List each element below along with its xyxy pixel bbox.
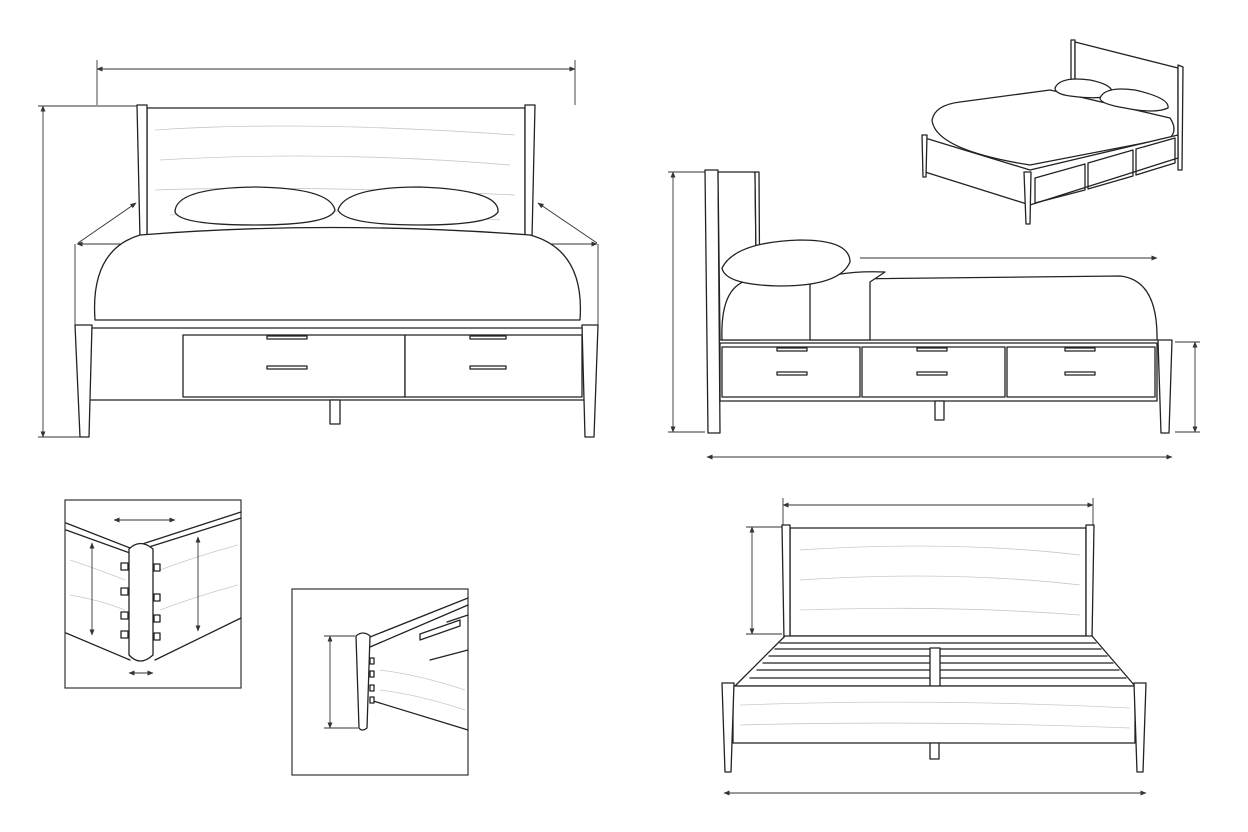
front-elevation-view: [38, 60, 599, 438]
drawer-handle: [469, 365, 507, 370]
tapered-leg: [355, 632, 371, 731]
side-pillow: [721, 239, 851, 287]
corner-joint-detail: [64, 499, 242, 689]
isometric-view: [921, 39, 1184, 225]
frame-leg-right: [1133, 682, 1147, 773]
frame-slats-view: [721, 498, 1147, 796]
leg-joint-detail: [291, 588, 469, 776]
leg-left: [74, 324, 93, 438]
headboard-post-left: [136, 104, 148, 239]
drawer-handle: [266, 335, 308, 340]
corner-post: [128, 542, 154, 662]
frame-leg-left: [721, 682, 735, 773]
iso-mattress: [931, 89, 1175, 166]
frame-foot-rail: [732, 685, 1136, 744]
drawer-handle: [469, 335, 507, 340]
center-support-leg: [329, 399, 341, 425]
pillow-right: [337, 186, 499, 226]
mattress: [93, 226, 582, 321]
frame-headboard: [789, 527, 1087, 637]
headboard-post-right: [524, 104, 536, 239]
slats: [749, 642, 1127, 687]
drawer-handle: [266, 365, 308, 370]
pillow-left: [174, 186, 336, 226]
leg-right: [581, 324, 599, 438]
side-headboard-post: [704, 169, 721, 434]
side-foot-leg: [1157, 339, 1173, 434]
side-elevation-view: [668, 169, 1200, 460]
